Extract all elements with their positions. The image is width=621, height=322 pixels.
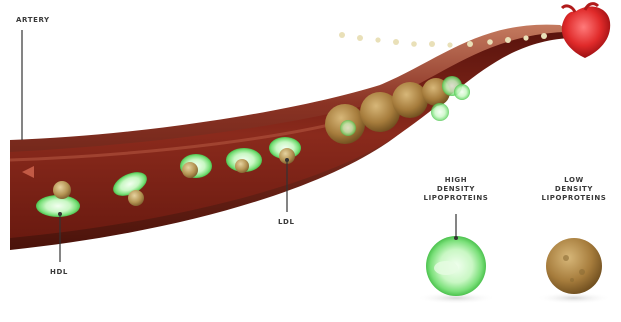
lipoprotein-pair xyxy=(180,154,212,178)
heart-icon xyxy=(562,4,610,58)
hdl-legend-sphere xyxy=(416,236,496,304)
ldl-legend-label: LOW DENSITY LIPOPROTEINS xyxy=(534,176,614,203)
hdl-label: HDL xyxy=(50,268,68,277)
hdl-legend-label: HIGH DENSITY LIPOPROTEINS xyxy=(416,176,496,203)
ldl-label: LDL xyxy=(278,218,295,227)
artery-label: ARTERY xyxy=(16,16,50,25)
ldl-legend-sphere xyxy=(536,238,612,304)
